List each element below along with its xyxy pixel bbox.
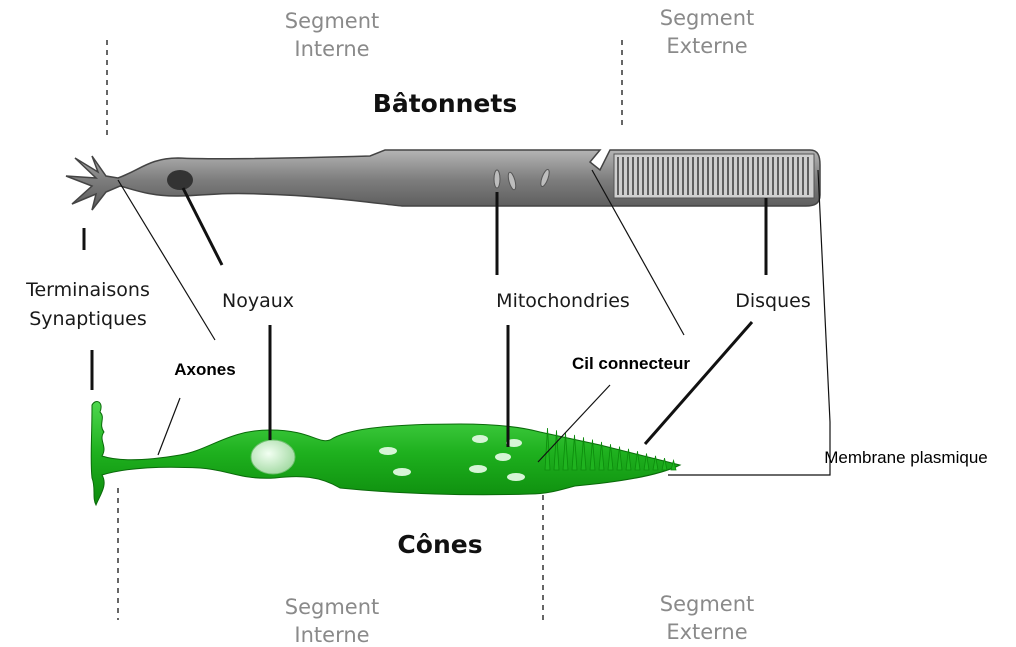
cone-mitochondrion <box>393 468 411 476</box>
segment-internal-bottom-line2: Interne <box>294 623 369 647</box>
cone-cell <box>91 401 680 505</box>
segment-external-bottom-line2: Externe <box>666 620 747 644</box>
cone-mitochondrion <box>495 453 511 461</box>
cone-mitochondrion <box>469 465 487 473</box>
nuclei-label: Noyaux <box>222 290 294 312</box>
discs-leader-bottom <box>645 322 752 444</box>
mitochondria-label: Mitochondries <box>496 290 630 312</box>
membrane-leader <box>668 170 830 475</box>
rod-cell <box>66 150 820 210</box>
rods-title: Bâtonnets <box>373 89 517 118</box>
cones-title: Cônes <box>397 530 482 559</box>
rod-discs <box>614 154 814 198</box>
axons-leader-bottom <box>158 398 180 455</box>
segment-internal-top-line2: Interne <box>294 37 369 61</box>
cone-mitochondrion <box>379 447 397 455</box>
synaptic-label-line2: Synaptiques <box>29 308 146 330</box>
nuclei-leader-top <box>183 188 222 265</box>
segment-internal-bottom-line1: Segment <box>285 595 380 619</box>
cone-nucleus <box>251 440 295 474</box>
discs-label: Disques <box>735 290 811 312</box>
rod-mitochondrion <box>494 170 500 188</box>
rod-nucleus <box>167 170 193 190</box>
segment-internal-top-line1: Segment <box>285 9 380 33</box>
segment-external-top-line1: Segment <box>660 6 755 30</box>
segment-external-bottom-line1: Segment <box>660 592 755 616</box>
axons-label: Axones <box>174 360 235 379</box>
cone-mitochondrion <box>472 435 488 443</box>
connecting-cilium-label: Cil connecteur <box>572 354 690 373</box>
synaptic-label-line1: Terminaisons <box>25 279 150 301</box>
cone-mitochondrion <box>507 473 525 481</box>
plasma-membrane-label: Membrane plasmique <box>824 448 987 467</box>
segment-external-top-line2: Externe <box>666 34 747 58</box>
